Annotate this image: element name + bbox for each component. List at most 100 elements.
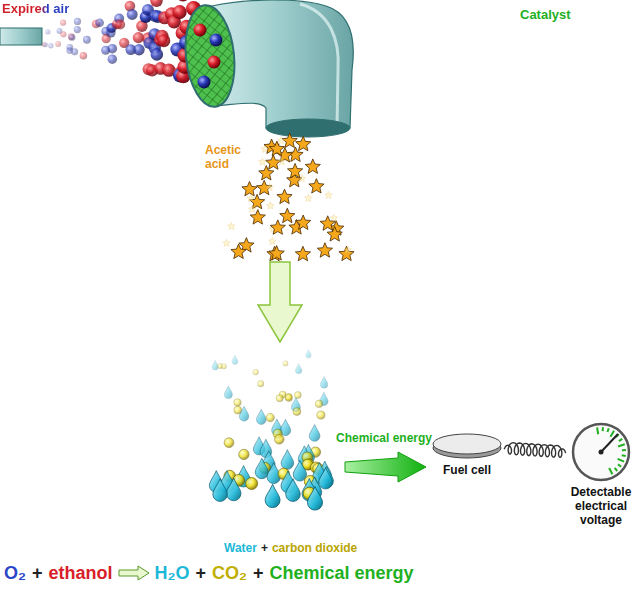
- acetic-acid-star: [267, 202, 275, 209]
- molecule: [246, 478, 258, 490]
- acetic-acid-star: [270, 220, 285, 234]
- molecule: [265, 484, 280, 507]
- acetic-acid-star: [305, 159, 320, 174]
- molecule: [283, 361, 288, 366]
- molecule: [256, 409, 266, 424]
- molecule: [68, 33, 75, 40]
- molecule: [151, 48, 164, 61]
- molecule: [295, 364, 301, 374]
- acetic-acid-star: [330, 214, 338, 221]
- molecule: [306, 350, 311, 359]
- acetic-acid-star: [339, 246, 354, 260]
- molecule: [198, 76, 211, 89]
- acetic-acid-star: [247, 195, 255, 202]
- acetic-acid-star: [259, 166, 274, 180]
- acetic-acid-star: [250, 210, 265, 225]
- molecule: [232, 355, 238, 364]
- molecule: [239, 449, 249, 459]
- acetic-acid-star: [277, 137, 285, 144]
- molecule: [108, 54, 118, 64]
- molecule: [319, 468, 333, 489]
- device-label: Detectable electrical voltage: [566, 486, 636, 527]
- molecule: [224, 438, 234, 448]
- molecule: [213, 479, 227, 502]
- reaction-arrow: [118, 565, 150, 581]
- equation-term: ethanol: [49, 563, 113, 584]
- acetic-acid-star: [344, 246, 352, 253]
- acetic-acid-star: [259, 158, 267, 165]
- molecule: [276, 395, 283, 402]
- molecule: [173, 5, 187, 19]
- fuel-cell-disk: [430, 432, 504, 460]
- air-molecules-front: [194, 24, 223, 89]
- acetic-acid-star: [309, 179, 324, 193]
- molecule: [275, 435, 284, 444]
- molecule: [258, 381, 264, 387]
- molecule: [226, 478, 240, 501]
- fuel-cell: Fuel cell: [430, 432, 504, 478]
- molecule: [309, 425, 320, 442]
- voltmeter: Detectable electrical voltage: [566, 420, 636, 527]
- acetic-acid-star: [223, 239, 231, 246]
- acetic-acid-star: [288, 163, 303, 177]
- acetic-acid-star: [269, 246, 284, 261]
- molecule: [221, 364, 226, 369]
- acetic-acid-star: [278, 158, 286, 165]
- equation-term: Chemical energy: [270, 563, 414, 584]
- water-co2-molecules: [209, 350, 333, 511]
- molecule: [80, 52, 88, 60]
- molecule: [55, 41, 61, 47]
- acetic-acid-star: [248, 205, 256, 212]
- molecule: [285, 394, 292, 401]
- acetic-acid-star: [266, 184, 274, 191]
- substance-label: Acetic acid: [205, 144, 249, 172]
- molecule: [157, 34, 170, 47]
- molecule: [48, 43, 53, 48]
- acetic-acid-star: [269, 141, 284, 156]
- molecule: [71, 48, 78, 55]
- molecule: [83, 36, 91, 44]
- molecule: [224, 386, 232, 399]
- molecule: [286, 479, 300, 502]
- energy-arrow: [345, 452, 426, 482]
- molecule: [60, 31, 66, 37]
- molecule: [255, 458, 268, 478]
- molecule: [317, 411, 325, 419]
- energy-label: Chemical energy: [336, 432, 432, 446]
- coiled-wire: [504, 443, 566, 458]
- pipe-outlet: [266, 119, 350, 137]
- molecule: [234, 399, 241, 406]
- acetic-acid-star: [320, 216, 335, 231]
- flow-label: Expired air: [2, 2, 69, 17]
- acetic-acid-molecules: [223, 133, 355, 261]
- acetic-acid-star: [277, 189, 292, 203]
- equation-term: H₂O: [155, 563, 190, 584]
- acetic-acid-star: [296, 215, 311, 230]
- equation-term: +: [253, 563, 264, 584]
- molecule: [293, 460, 306, 481]
- molecule: [133, 44, 144, 55]
- equation-term: O₂: [4, 563, 26, 584]
- part-label: Catalyst: [520, 8, 571, 23]
- molecule: [108, 44, 118, 54]
- molecule: [69, 34, 76, 41]
- molecule: [293, 408, 301, 416]
- molecule: [74, 18, 81, 25]
- equation-term: CO₂: [212, 563, 247, 584]
- molecule: [43, 42, 48, 47]
- acetic-acid-star: [305, 194, 313, 201]
- acetic-acid-star: [266, 155, 281, 170]
- molecule: [74, 26, 81, 33]
- device-label: Fuel cell: [430, 464, 504, 478]
- equation-term: +: [196, 563, 207, 584]
- acetic-acid-star: [242, 181, 257, 195]
- molecule: [208, 56, 221, 69]
- catalyst-mesh: [181, 3, 239, 109]
- molecule: [176, 0, 190, 1]
- acetic-acid-star: [280, 208, 295, 223]
- molecule: [253, 369, 259, 375]
- molecule: [239, 406, 248, 421]
- acetic-acid-star: [295, 246, 310, 260]
